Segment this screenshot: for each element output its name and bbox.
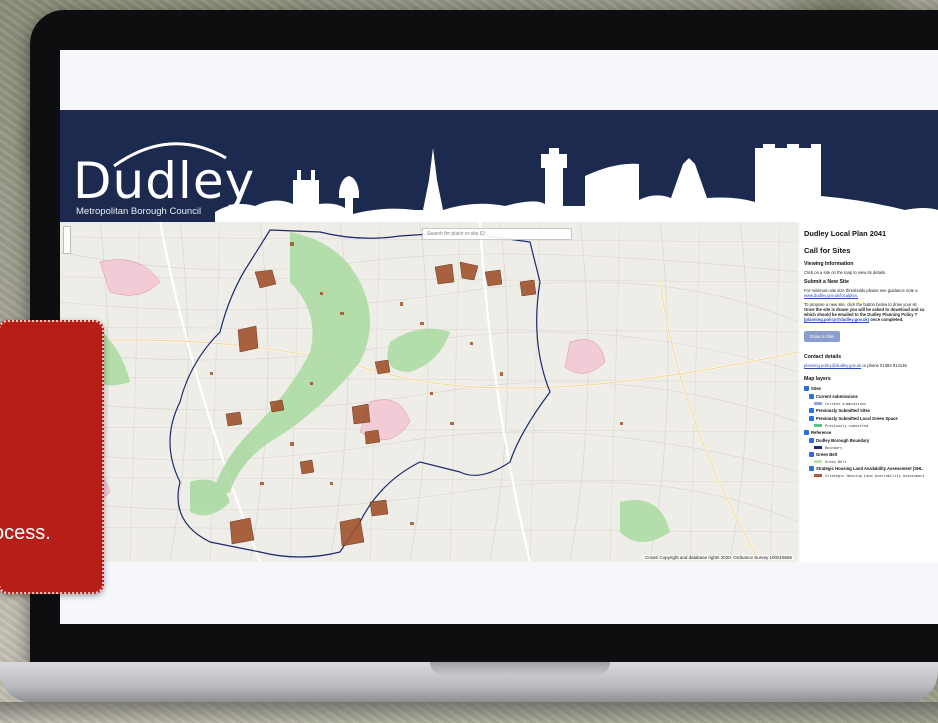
map-zoom-control[interactable] [63,226,71,254]
layer-toggle[interactable]: Sites [804,385,934,393]
council-banner: Dudley Metropolitan Borough Council [60,110,938,222]
layer-toggle[interactable]: Green Belt [804,451,934,459]
submit-instructions: To propose a new site, click the button … [804,302,934,323]
logo-subtitle: Metropolitan Borough Council [76,206,202,217]
layer-toggle[interactable]: Previously Submitted Local Green Space [804,415,934,423]
layer-checkbox-icon[interactable] [804,430,809,436]
layer-legend-row: Previously submitted [804,423,934,429]
layer-label: Strategic Housing Land Availability Asse… [816,466,923,472]
panel-subtitle: Call for Sites [804,246,851,255]
layer-checkbox-icon[interactable] [809,394,814,400]
panel-title: Dudley Local Plan 2041 [804,229,887,238]
laptop-hinge-notch [430,662,610,676]
legend-swatch [814,401,822,406]
layer-checkbox-icon[interactable] [809,452,814,458]
layer-checkbox-icon[interactable] [809,416,814,422]
legend-label: Strategic Housing Land Availability Asse… [825,473,925,478]
draw-site-button[interactable]: Draw a Site [804,331,840,343]
info-panel: Dudley Local Plan 2041 Call for Sites Vi… [800,222,938,562]
legend-label: Current submissions [825,401,867,406]
layers-heading: Map layers [804,375,831,382]
page-top-space [60,50,938,110]
layer-checkbox-icon[interactable] [804,386,809,392]
contact-text: planning.policy@dudley.gov.uk or phone 0… [804,363,934,368]
legend-label: Green Belt [825,459,847,464]
logo-swoosh-icon [113,142,227,168]
page-footer-space [60,562,938,624]
layer-toggle[interactable]: Strategic Housing Land Availability Asse… [804,465,934,473]
legend-swatch [814,473,822,478]
layer-toggle[interactable]: Current submissions [804,393,934,401]
sites-map[interactable]: Search for place or site ID Crown Copyri… [60,222,798,562]
submit-heading: Submit a New Site [804,279,849,286]
submit-text-5: once completed. [869,317,904,323]
layer-label: Current submissions [816,394,858,400]
borough-boundary-line [169,229,551,558]
layer-label: Previously Submitted Sites [816,408,870,414]
submit-text-3: Once the site is drawn you will be asked… [804,306,925,312]
legend-label: Previously submitted [825,423,869,428]
layer-legend-row: Strategic Housing Land Availability Asse… [804,473,934,479]
legend-swatch [814,459,822,464]
map-canvas[interactable] [60,222,798,562]
layer-legend-row: Current submissions [804,401,934,407]
legend-label: Boundary [825,445,843,450]
layer-legend-row: Boundary [804,445,934,451]
layer-label: Previously Submitted Local Green Space [816,416,898,422]
map-copyright: Crown Copyright and database rights 2020… [643,555,794,560]
contact-email-link[interactable]: planning.policy@dudley.gov.uk [804,363,862,369]
legend-swatch [814,423,822,428]
guidance-link[interactable]: www.dudley.gov.uk/localplan. [804,293,859,299]
layer-label: Dudley Borough Boundary [816,438,870,444]
layer-checkbox-icon[interactable] [809,438,814,444]
contact-phone: or phone 01384 814136 [861,363,907,369]
skyline-silhouette-icon [215,144,938,222]
layer-label: Green Belt [816,452,838,458]
layer-toggle[interactable]: Previously Submitted Sites [804,407,934,415]
layer-checkbox-icon[interactable] [809,408,814,414]
logo-title: Dudley [73,152,256,210]
layer-toggle[interactable]: Reference [804,429,934,437]
contact-heading: Contact details [804,354,842,361]
layer-legend-row: Green Belt [804,459,934,465]
submit-text-4: which should be emailed to the Dudley Pl… [804,312,918,318]
planning-email-link[interactable]: (planning.policy@dudley.gov.uk) [804,317,870,323]
submit-text-1: For minimum site size thresholds please … [804,288,918,294]
viewing-text: Click on a site on the map to view its d… [804,270,887,275]
red-overlay-card [0,320,104,594]
viewing-heading: Viewing Information [804,261,854,267]
laptop-screen: Dudley Metropolitan Borough Council [60,50,938,624]
layer-toggle[interactable]: Dudley Borough Boundary [804,437,934,445]
layer-label: Reference [811,430,832,436]
map-search-input[interactable]: Search for place or site ID [422,228,572,240]
legend-swatch [814,445,822,450]
overlay-caption: ocess. [0,522,51,544]
layer-label: Sites [811,386,822,392]
submit-text: For minimum site size thresholds please … [804,288,934,298]
layer-checkbox-icon[interactable] [809,466,814,472]
laptop-shadow [0,702,938,723]
submit-text-2: To propose a new site, click the button … [804,301,917,307]
